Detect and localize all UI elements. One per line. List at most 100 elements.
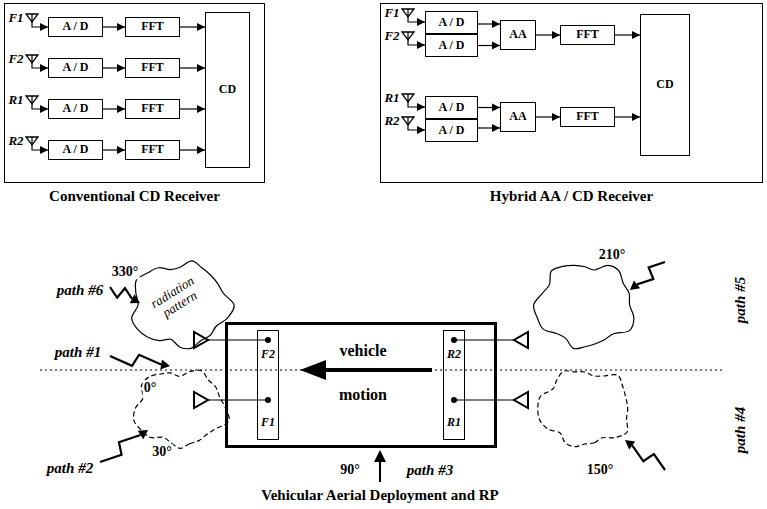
radiation-pattern <box>132 261 234 349</box>
antenna-feed <box>408 9 425 22</box>
antenna-label: R2 <box>383 114 400 128</box>
box-label: FFT <box>141 102 164 115</box>
box-label: A / D <box>62 102 88 115</box>
angle-label: 330° <box>111 264 140 279</box>
port-label: F1 <box>261 416 275 429</box>
signal-path-arrowhead <box>130 294 140 303</box>
signal-connector <box>103 108 125 109</box>
pattern-label: radiation pattern <box>140 268 212 327</box>
box-label: FFT <box>576 110 599 123</box>
signal-connector <box>478 107 500 108</box>
box-label: FFT <box>576 28 599 41</box>
connection-dot <box>265 397 271 403</box>
box-label: A / D <box>62 61 88 74</box>
signal-connector <box>180 108 205 109</box>
antenna-symbol <box>514 332 528 348</box>
vehicle-body: F2F1 R2R1 vehicle motion <box>225 322 497 448</box>
angle-label: 30° <box>151 444 173 459</box>
box-label: AA <box>509 28 526 41</box>
angle-label: 150° <box>586 462 615 477</box>
process-box: A / D <box>425 96 478 119</box>
process-box: FFT <box>560 107 615 127</box>
box-label: A / D <box>438 124 464 137</box>
box-label: A / D <box>62 143 88 156</box>
path-label: path #1 <box>54 344 102 361</box>
signal-connector <box>478 127 500 128</box>
box-label: CD <box>219 83 236 96</box>
signal-path-arrowhead <box>160 360 170 370</box>
figure-caption: Vehicular Aerial Deployment and RP <box>261 487 499 504</box>
antenna-symbol <box>514 392 528 408</box>
signal-path-bolt <box>632 445 665 470</box>
antenna-feed <box>32 55 48 68</box>
process-box: A / D <box>425 119 478 142</box>
process-box: CD <box>640 14 690 156</box>
signal-connector <box>536 34 560 35</box>
box-label: FFT <box>141 143 164 156</box>
box-label: FFT <box>141 61 164 74</box>
receiver-panel: A / DA / DA / DA / DAAAAFFTFFTCDHybrid A… <box>380 3 763 183</box>
antenna-feed <box>408 94 425 107</box>
motion-arrowhead <box>300 360 326 380</box>
connection-dot <box>451 397 457 403</box>
antenna-label: F1 <box>7 11 24 25</box>
process-box: A / D <box>48 99 103 119</box>
vehicle-axis <box>40 370 725 371</box>
path-label: path #5 <box>732 276 749 324</box>
signal-connector <box>536 116 560 117</box>
antenna-symbol <box>194 392 208 408</box>
antenna-feed <box>32 14 48 27</box>
signal-connector <box>478 45 500 46</box>
port-label: R2 <box>447 348 461 361</box>
path-label: path #4 <box>732 406 749 454</box>
box-label: AA <box>509 110 526 123</box>
signal-connector <box>103 149 125 150</box>
angle-label: 210° <box>598 247 627 262</box>
box-label: vehicle <box>339 342 386 360</box>
process-box: AA <box>500 20 536 50</box>
signal-path-bolt <box>637 262 665 284</box>
antenna-symbol <box>194 332 208 348</box>
path-arrowhead <box>374 450 386 462</box>
antenna-port-strip: R2R1 <box>443 330 465 440</box>
signal-connector <box>615 116 640 117</box>
process-box: A / D <box>48 58 103 78</box>
signal-connector <box>478 23 500 24</box>
process-box: FFT <box>125 58 180 78</box>
antenna-label: R1 <box>7 93 24 107</box>
antenna-label: F2 <box>383 29 400 43</box>
signal-connector <box>103 26 125 27</box>
connection-dot <box>451 337 457 343</box>
antenna-label: R1 <box>383 91 400 105</box>
antenna-wire <box>208 399 268 400</box>
box-label: A / D <box>438 16 464 29</box>
signal-path-arrowhead <box>138 430 148 439</box>
connection-dot <box>265 337 271 343</box>
signal-connector <box>180 149 205 150</box>
path-label: path #2 <box>46 460 94 477</box>
antenna-feed <box>408 117 425 130</box>
port-label: F2 <box>261 348 275 361</box>
process-box: AA <box>500 102 536 132</box>
angle-label: 90° <box>339 462 361 477</box>
process-box: FFT <box>125 17 180 37</box>
panel-heading: Hybrid AA / CD Receiver <box>381 188 762 205</box>
box-label: motion <box>339 386 387 404</box>
box-label: A / D <box>62 20 88 33</box>
antenna-wire <box>454 339 514 340</box>
process-box: FFT <box>560 25 615 45</box>
box-label: A / D <box>438 101 464 114</box>
process-box: FFT <box>125 140 180 160</box>
process-box: A / D <box>425 34 478 57</box>
signal-connector <box>615 34 640 35</box>
motion-arrow <box>322 368 432 372</box>
radiation-pattern <box>538 371 628 447</box>
receiver-panel: A / DA / DA / DA / DFFTFFTFFTFFTCDConven… <box>4 3 265 183</box>
process-box: A / D <box>48 140 103 160</box>
signal-path-bolt <box>100 435 141 462</box>
signal-connector <box>180 67 205 68</box>
antenna-port-strip: F2F1 <box>257 330 279 440</box>
port-label: R1 <box>447 416 461 429</box>
antenna-label: F1 <box>383 6 400 20</box>
